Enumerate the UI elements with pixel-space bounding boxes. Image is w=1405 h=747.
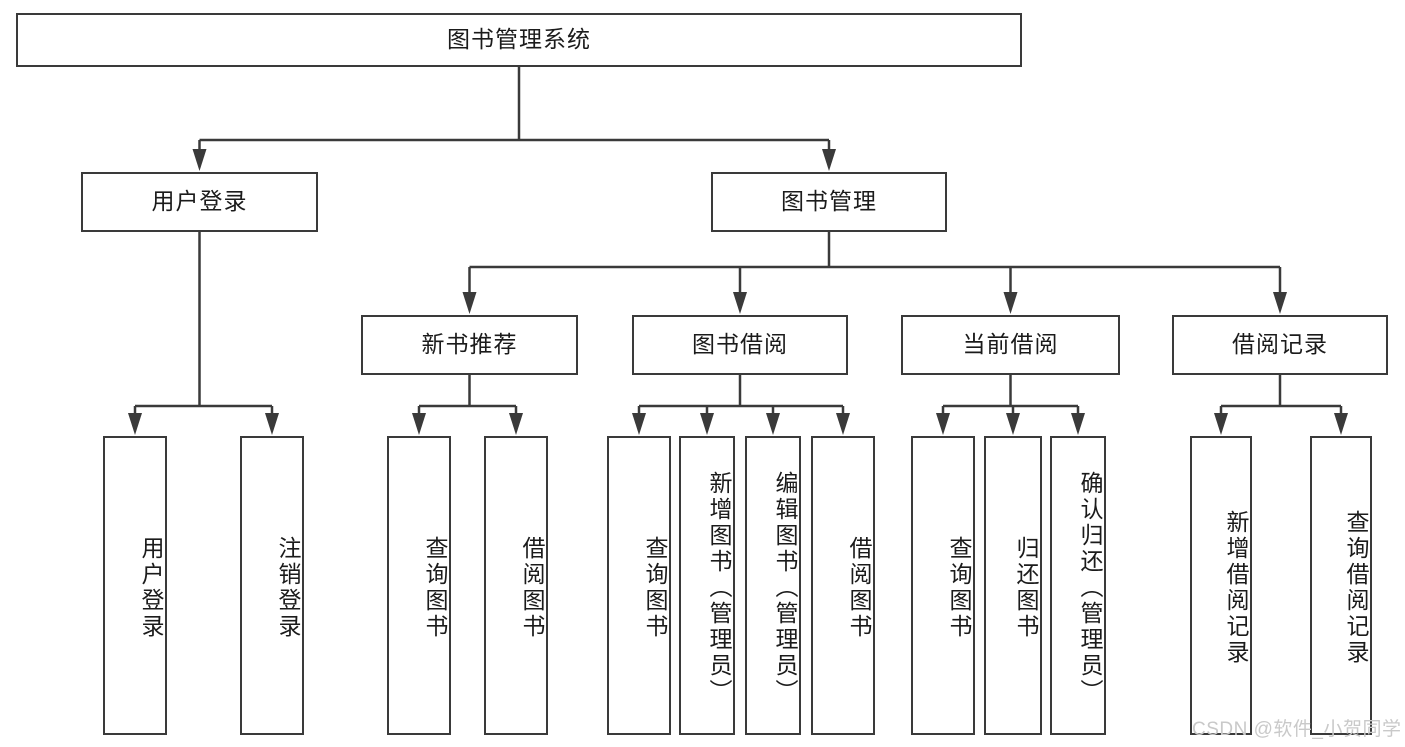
node-leaf-confirm-return[interactable]: 确认归还（管理员） [1050, 436, 1106, 735]
node-leaf-logout-login[interactable]: 注销登录 [240, 436, 304, 735]
node-leaf-add-borrow-record-label: 新增借阅记录 [1223, 509, 1249, 666]
node-book-borrow[interactable]: 图书借阅 [632, 315, 848, 375]
node-borrow-record[interactable]: 借阅记录 [1172, 315, 1388, 375]
node-leaf-borrow-book-2[interactable]: 借阅图书 [811, 436, 875, 735]
node-leaf-query-book-3-label: 查询图书 [946, 535, 972, 640]
node-leaf-borrow-book-1-label: 借阅图书 [519, 535, 545, 640]
node-leaf-edit-book-label: 编辑图书（管理员） [772, 470, 798, 705]
node-leaf-add-book-label: 新增图书（管理员） [706, 470, 732, 705]
node-leaf-user-login[interactable]: 用户登录 [103, 436, 167, 735]
node-leaf-logout-login-label: 注销登录 [275, 535, 301, 640]
node-user-login-label: 用户登录 [151, 188, 248, 215]
node-leaf-query-book-1-label: 查询图书 [422, 535, 448, 640]
node-borrow-record-label: 借阅记录 [1232, 331, 1328, 358]
node-leaf-borrow-book-2-label: 借阅图书 [846, 535, 872, 640]
node-leaf-return-book[interactable]: 归还图书 [984, 436, 1042, 735]
node-leaf-return-book-label: 归还图书 [1013, 535, 1039, 640]
node-leaf-user-login-label: 用户登录 [138, 535, 164, 640]
node-new-book-recommend-label: 新书推荐 [421, 331, 518, 358]
node-book-manage[interactable]: 图书管理 [711, 172, 947, 232]
node-current-borrow-label: 当前借阅 [962, 331, 1059, 358]
node-leaf-add-borrow-record[interactable]: 新增借阅记录 [1190, 436, 1252, 735]
node-leaf-query-borrow-record[interactable]: 查询借阅记录 [1310, 436, 1372, 735]
node-book-manage-label: 图书管理 [781, 188, 877, 215]
node-leaf-query-book-2-label: 查询图书 [642, 535, 668, 640]
node-root-label: 图书管理系统 [447, 26, 591, 53]
node-leaf-query-book-2[interactable]: 查询图书 [607, 436, 671, 735]
node-leaf-query-borrow-record-label: 查询借阅记录 [1343, 509, 1369, 666]
node-leaf-query-book-3[interactable]: 查询图书 [911, 436, 975, 735]
csdn-watermark: CSDN @软件_小贺同学 [1192, 719, 1402, 740]
node-leaf-borrow-book-1[interactable]: 借阅图书 [484, 436, 548, 735]
node-user-login[interactable]: 用户登录 [81, 172, 318, 232]
node-leaf-edit-book[interactable]: 编辑图书（管理员） [745, 436, 801, 735]
node-new-book-recommend[interactable]: 新书推荐 [361, 315, 578, 375]
node-root[interactable]: 图书管理系统 [16, 13, 1022, 67]
node-current-borrow[interactable]: 当前借阅 [901, 315, 1120, 375]
node-book-borrow-label: 图书借阅 [692, 331, 788, 358]
node-leaf-query-book-1[interactable]: 查询图书 [387, 436, 451, 735]
node-leaf-add-book[interactable]: 新增图书（管理员） [679, 436, 735, 735]
node-leaf-confirm-return-label: 确认归还（管理员） [1077, 470, 1103, 705]
